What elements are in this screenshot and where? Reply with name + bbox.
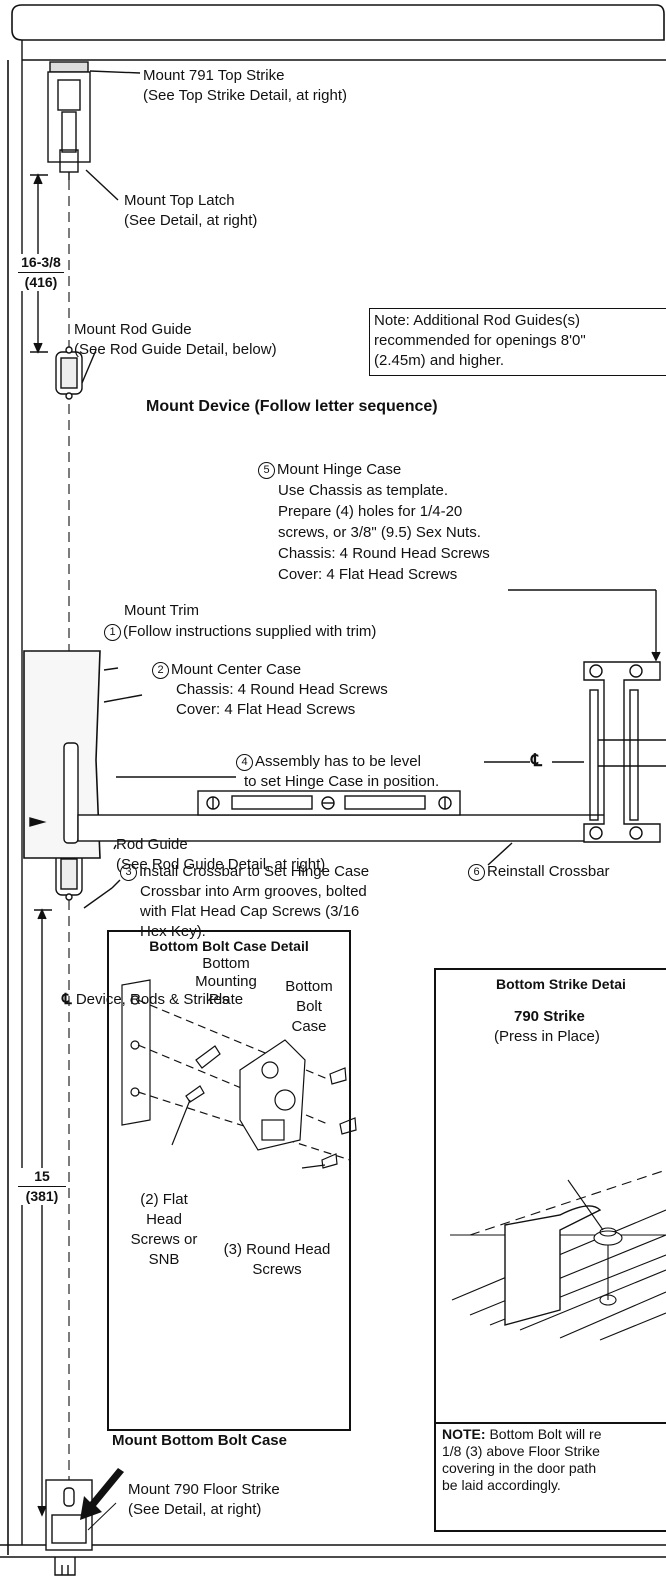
step1-number: 1 (104, 623, 121, 641)
centerline-symbol: ℄ (531, 751, 542, 770)
note-line-3: (2.45m) and higher. (374, 352, 505, 369)
step2-label-3: Cover: 4 Flat Head Screws (176, 701, 356, 718)
step3-number: 3 (120, 863, 137, 881)
strike-press-in-place: (Press in Place) (494, 1028, 600, 1045)
dimension-lower-value: 15 (34, 1168, 50, 1184)
mount-device-heading: Mount Device (Follow letter sequence) (146, 398, 438, 415)
step5-label-5: Chassis: 4 Round Head Screws (278, 545, 490, 562)
strike-note-3: covering in the door path (442, 1460, 597, 1476)
top-latch-label-2: (See Detail, at right) (124, 212, 258, 229)
rod-guide-lower-label-1: Rod Guide (116, 836, 188, 853)
step5-label-4: screws, or 3/8" (9.5) Sex Nuts. (278, 524, 481, 541)
top-strike-label-2: (See Top Strike Detail, at right) (143, 87, 347, 104)
dimension-lower: 15 (381) (18, 1168, 66, 1205)
flat-screws-label-2: Head (146, 1211, 182, 1228)
rod-guide-note: Note: Additional Rod Guides(s) recommend… (369, 308, 666, 376)
step4-number: 4 (236, 753, 253, 771)
step1-label-1: Mount Trim (124, 602, 200, 619)
step2-number: 2 (152, 661, 169, 679)
centerline-label: ℄ Device, Rods & Strikes (62, 991, 230, 1008)
plate-label-1: Bottom (202, 955, 250, 972)
step3-label-3: with Flat Head Cap Screws (3/16 (140, 903, 360, 920)
dimension-lower-mm: (381) (25, 1188, 59, 1204)
strike-note-2: 1/8 (3) above Floor Strike (442, 1443, 600, 1459)
floor-strike-label-2: (See Detail, at right) (128, 1501, 262, 1518)
note-line-2: recommended for openings 8'0" (374, 332, 586, 349)
case-label-2: Bolt (296, 998, 322, 1015)
step3-label-2: Crossbar into Arm grooves, bolted (140, 883, 367, 900)
dimension-upper-mm: (416) (24, 274, 58, 290)
strike-detail-title: Bottom Strike Detai (496, 976, 626, 992)
case-label-1: Bottom (285, 978, 333, 995)
step5-label-6: Cover: 4 Flat Head Screws (278, 566, 458, 583)
step5-number: 5 (258, 461, 275, 479)
rod-guide-upper-label-2: (See Rod Guide Detail, below) (74, 341, 277, 358)
mount-bottom-bolt-case-label: Mount Bottom Bolt Case (112, 1432, 287, 1449)
round-screws-label-1: (3) Round Head (223, 1241, 331, 1258)
bottom-bolt-case-detail: Bottom Bolt Case Detail Bottom Mounting … (107, 930, 351, 1431)
bolt-detail-title: Bottom Bolt Case Detail (149, 938, 309, 954)
plate-label-3: Plate (208, 991, 244, 1008)
case-label-3: Case (291, 1018, 327, 1035)
bottom-strike-detail: Bottom Strike Detai 790 Strike (Press in… (434, 968, 666, 1532)
floor-strike-label-1: Mount 790 Floor Strike (128, 1481, 280, 1498)
step1-label-2: 1(Follow instructions supplied with trim… (104, 622, 376, 642)
dimension-upper-value: 16-3/8 (21, 254, 61, 270)
strike-note-4: be laid accordingly. (442, 1477, 561, 1493)
step2-label-2: Chassis: 4 Round Head Screws (176, 681, 388, 698)
round-screws-label-2: Screws (252, 1261, 302, 1278)
step5-label-2: Use Chassis as template. (278, 482, 449, 499)
step5-label-3: Prepare (4) holes for 1/4-20 (278, 503, 463, 520)
step4-label-2: to set Hinge Case in position. (244, 773, 440, 790)
flat-screws-label-4: SNB (148, 1251, 180, 1268)
rod-guide-upper-label-1: Mount Rod Guide (74, 321, 192, 338)
note-line-1: Note: Additional Rod Guides(s) (374, 312, 580, 329)
flat-screws-label-3: Screws or (130, 1231, 198, 1248)
strike-model: 790 Strike (514, 1008, 585, 1025)
strike-note-1: NOTE: Bottom Bolt will re (442, 1426, 602, 1442)
rod-guide-lower-label-2: (See Rod Guide Detail, at right) (116, 856, 326, 873)
top-latch-label-1: Mount Top Latch (124, 192, 235, 209)
plate-label-2: Mounting (195, 973, 257, 990)
top-strike-label-1: Mount 791 Top Strike (143, 67, 285, 84)
dimension-upper: 16-3/8 (416) (18, 254, 64, 291)
flat-screws-label-1: (2) Flat (140, 1191, 188, 1208)
step6-number: 6 (468, 863, 485, 881)
